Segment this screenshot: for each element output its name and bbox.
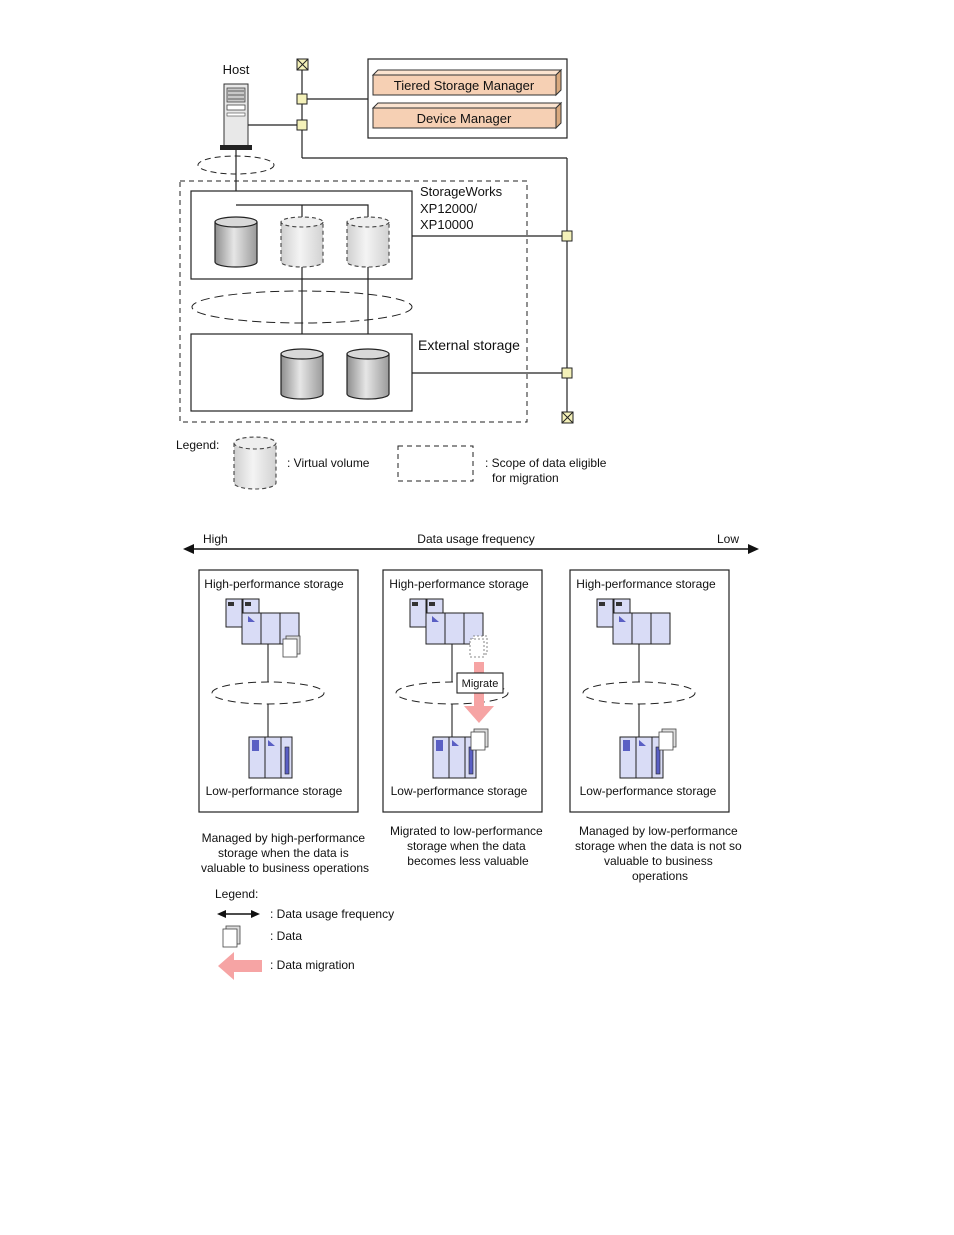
device-manager-label: Device Manager: [417, 111, 512, 126]
high-performance-storage-icon: [596, 598, 671, 645]
frequency-legend-title: Legend:: [215, 887, 258, 901]
frequency-high-label: High: [203, 532, 228, 546]
external-storage-label: External storage: [418, 337, 520, 353]
lan-junction-storageworks-icon: [561, 230, 573, 242]
low-performance-storage-icon: [619, 736, 664, 779]
data-source-icon: [469, 635, 488, 658]
panel-caption: Migrated to low-performance storage when…: [390, 824, 546, 868]
lan-junction-manager-icon: [296, 93, 308, 105]
panel-bottom-label: Low-performance storage: [206, 784, 343, 798]
high-performance-storage-icon: [225, 598, 300, 645]
low-performance-storage-icon: [248, 736, 293, 779]
external-volume-cylinder-icon: [346, 348, 390, 400]
frequency-low-label: Low: [717, 532, 739, 546]
panel-top-label: High-performance storage: [389, 577, 529, 591]
migration-scope-rect: [179, 180, 528, 423]
external-volume-cylinder-icon: [280, 348, 324, 400]
panel-migration: High-performance storage: [382, 569, 543, 813]
host-label: Host: [223, 62, 250, 77]
legend-scope-icon: [397, 445, 474, 482]
panel-top-label: High-performance storage: [576, 577, 716, 591]
external-path-ellipse: [191, 290, 413, 324]
data-icon: [470, 728, 489, 751]
tiered-storage-manager-block: Tiered Storage Manager: [371, 68, 563, 97]
storage-topology: Host: [176, 58, 610, 490]
legend-frequency-arrow-icon: [217, 910, 260, 918]
device-manager-block: Device Manager: [371, 101, 563, 130]
migrate-label: Migrate: [462, 678, 499, 690]
legend-frequency-label: : Data usage frequency: [270, 907, 394, 921]
panel-caption: Managed by low-performance storage when …: [575, 824, 745, 883]
virtual-volume-cylinder-icon: [280, 216, 324, 268]
storageworks-label: StorageWorks XP12000/ XP10000: [420, 184, 506, 232]
lan-terminator-top-icon: [296, 58, 309, 71]
legend-data-icon: [222, 925, 241, 948]
panel-low-frequency: High-performance storage: [569, 569, 730, 813]
real-volume-cylinder-icon: [214, 216, 258, 268]
frequency-diagram: High Data usage frequency Low High-perfo…: [183, 532, 759, 980]
lan-terminator-bottom-icon: [561, 411, 574, 424]
frequency-legend: Legend: : Data usage frequency : Data : …: [215, 887, 394, 980]
frequency-title: Data usage frequency: [417, 532, 534, 546]
panel-top-label: High-performance storage: [204, 577, 344, 591]
panel-bottom-label: Low-performance storage: [580, 784, 717, 798]
topology-legend: Legend: : Virtual volume : Scope of data…: [176, 436, 610, 490]
legend-virtual-volume-label: : Virtual volume: [287, 456, 370, 470]
data-icon: [282, 635, 301, 658]
panel-high-frequency: High-performance storage: [198, 569, 359, 813]
topology-legend-title: Legend:: [176, 438, 219, 452]
frequency-arrow-icon: [183, 544, 759, 554]
virtual-volume-cylinder-icon: [346, 216, 390, 268]
data-icon: [658, 728, 677, 751]
lan-junction-external-icon: [561, 367, 573, 379]
lan-junction-host-icon: [296, 119, 308, 131]
legend-migration-arrow-icon: [218, 952, 262, 980]
legend-scope-label: : Scope of data eligible for migration: [485, 456, 610, 485]
panel-caption: Managed by high-performance storage when…: [201, 831, 369, 875]
legend-data-label: : Data: [270, 929, 302, 943]
panel-bottom-label: Low-performance storage: [391, 784, 528, 798]
legend-migration-label: : Data migration: [270, 958, 355, 972]
tiered-storage-manager-label: Tiered Storage Manager: [394, 78, 535, 93]
legend-virtual-volume-icon: [233, 436, 277, 490]
migrate-label-box: Migrate: [456, 672, 504, 694]
host-server-icon: [220, 83, 252, 150]
low-performance-storage-icon: [432, 736, 477, 779]
